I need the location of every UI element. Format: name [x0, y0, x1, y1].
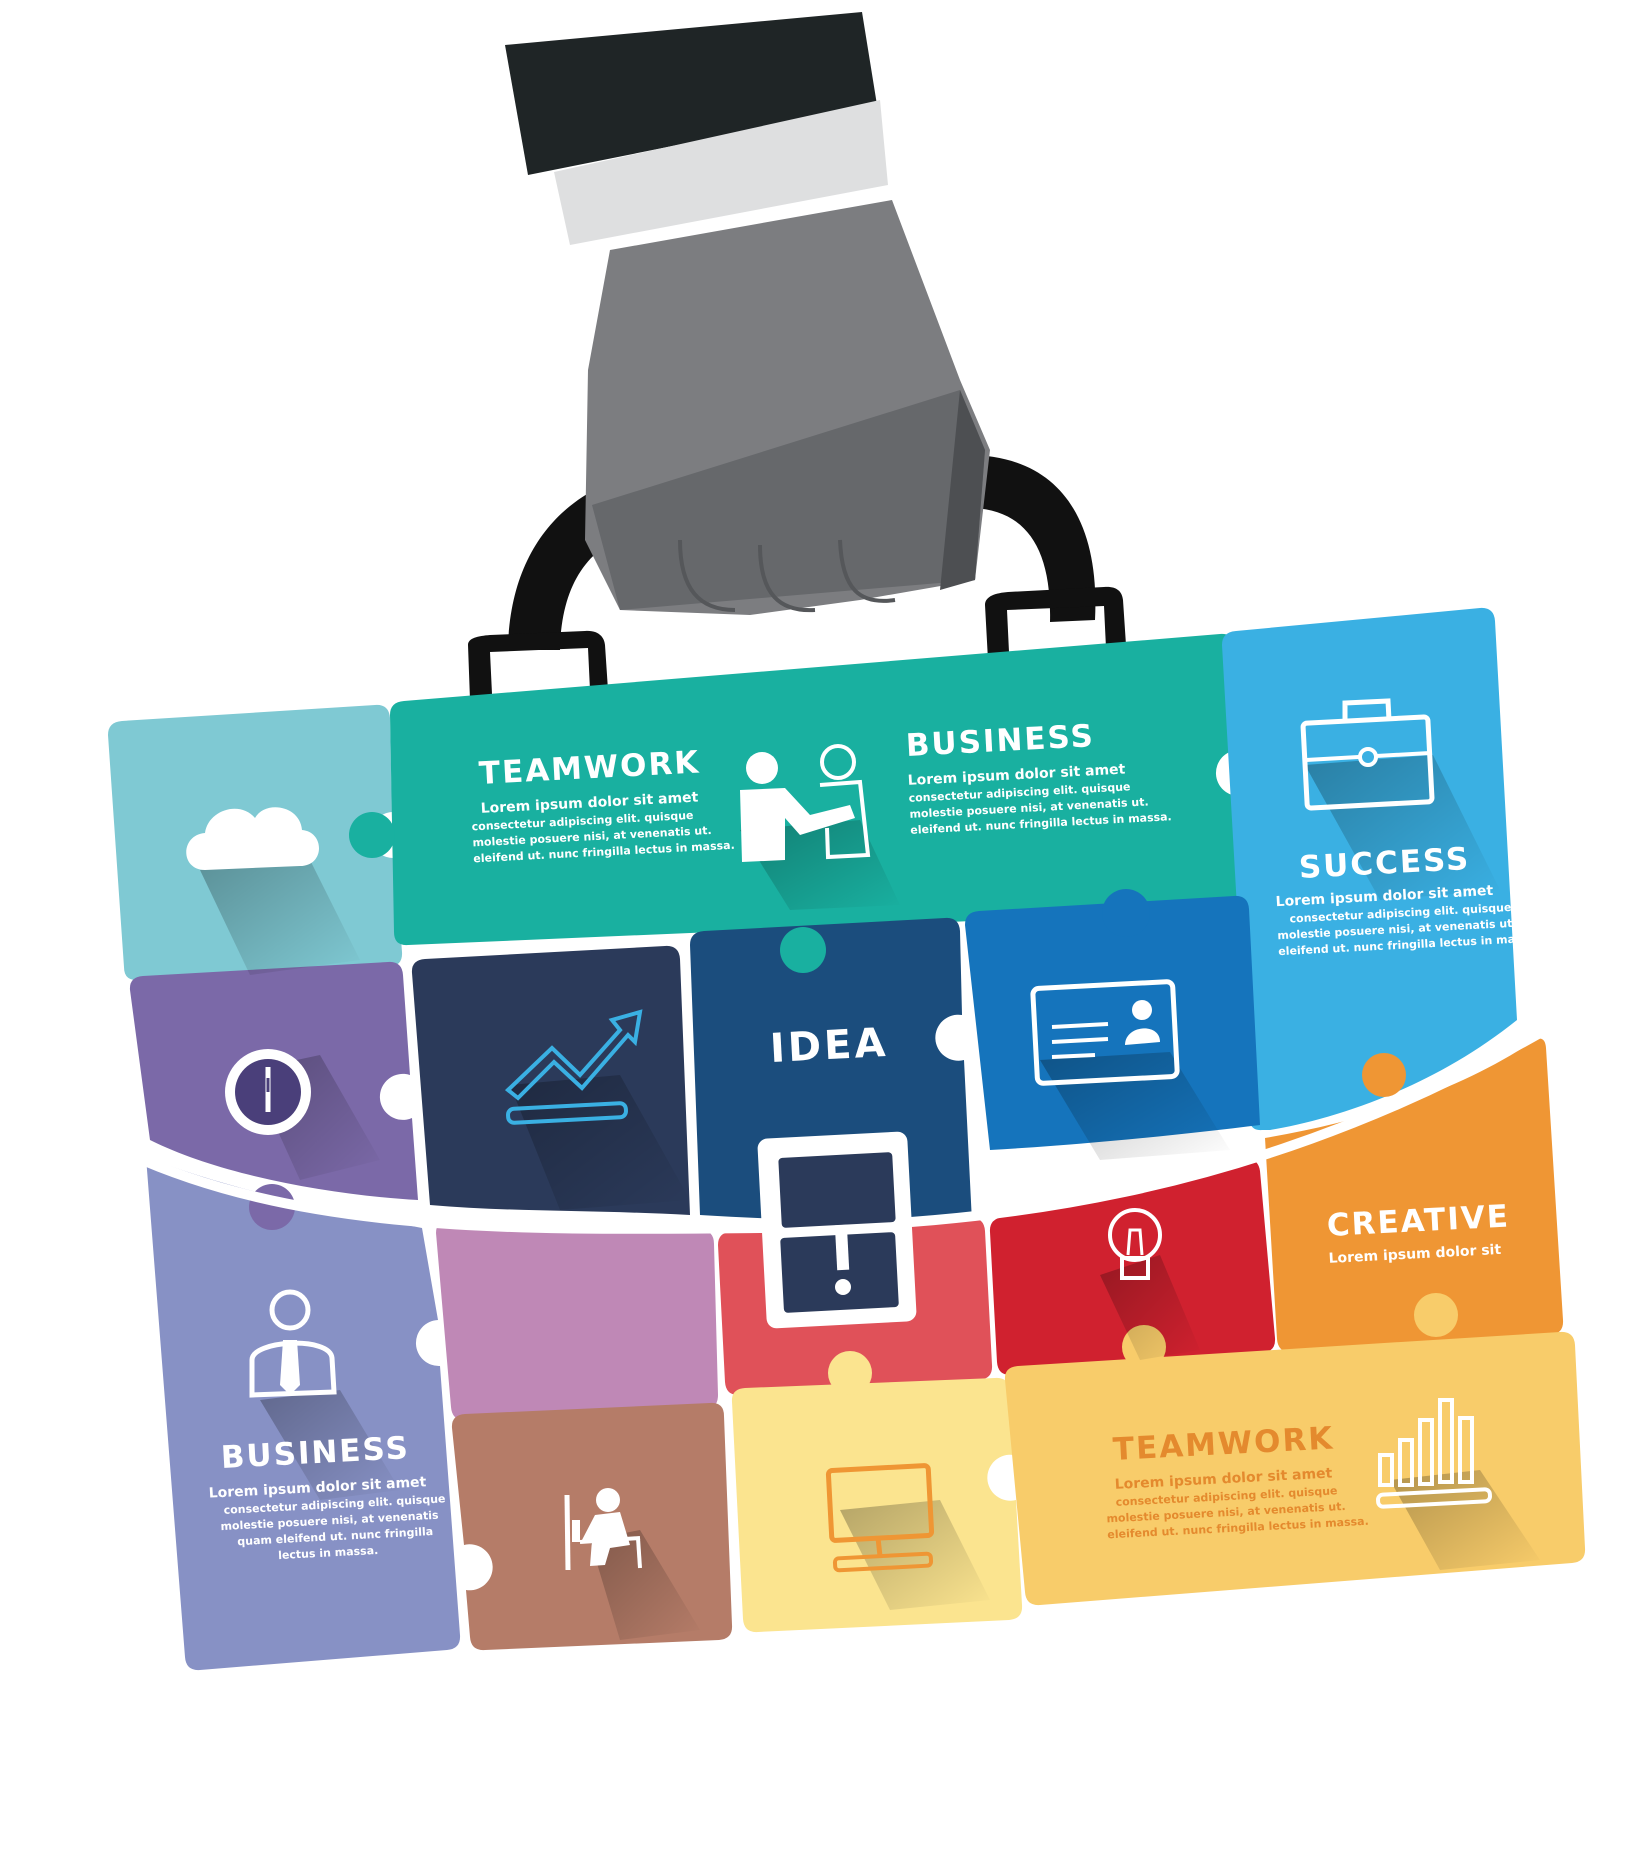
businessman-icon [249, 1289, 400, 1500]
teamwork-business-tile [349, 633, 1244, 946]
id-card-icon [1030, 979, 1230, 1160]
desk-worker-icon [564, 1488, 700, 1640]
blank-pink-tile [436, 1220, 718, 1421]
calculator-icon [757, 1131, 917, 1329]
growth-chart-icon [504, 1009, 690, 1210]
briefcase-icon [1300, 698, 1500, 900]
hand-holding-briefcase [505, 12, 990, 615]
creative-tile [1265, 1038, 1564, 1353]
creative-block: CREATIVE Lorem ipsum dolor sit [1326, 1198, 1512, 1269]
computer-icon [825, 1463, 990, 1610]
bar-chart-icon [1376, 1398, 1540, 1570]
success-block: SUCCESS Lorem ipsum dolor sit amet conse… [1275, 836, 1565, 959]
business-bottom-block: BUSINESS Lorem ipsum dolor sit amet cons… [208, 1428, 448, 1566]
teamwork-bottom-block: TEAMWORK Lorem ipsum dolor sit amet cons… [1106, 1418, 1379, 1543]
idea-title: IDEA [768, 1019, 890, 1073]
business-top-block: BUSINESS Lorem ipsum dolor sit amet cons… [905, 714, 1172, 839]
cloud-icon [186, 807, 360, 975]
lightbulb-icon [1100, 1208, 1200, 1360]
teamwork-top-block: TEAMWORK Lorem ipsum dolor sit amet cons… [471, 742, 745, 867]
clock-icon [225, 1049, 380, 1180]
handshake-icon [740, 744, 900, 910]
